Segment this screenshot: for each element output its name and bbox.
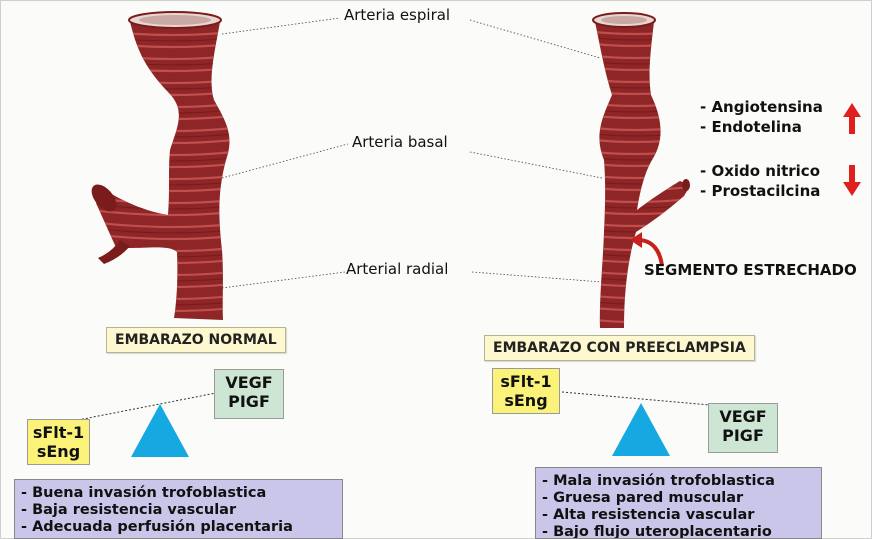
left-seng: sEng — [28, 442, 89, 461]
segmento-estrechado-label: SEGMENTO ESTRECHADO — [644, 261, 857, 279]
label-arterial-radial: Arterial radial — [346, 260, 448, 278]
factor-oxido-nitrico: - Oxido nitrico — [700, 161, 820, 181]
right-sflt1: sFlt-1 — [493, 372, 559, 391]
decreased-factors: - Oxido nitrico - Prostacilcina — [700, 161, 820, 201]
right-outcomes: - Mala invasión trofoblastica - Gruesa p… — [535, 467, 822, 539]
left-outcome-item: - Baja resistencia vascular — [21, 502, 342, 519]
right-vegf: VEGF — [709, 407, 777, 426]
balance-triangle-icon — [131, 404, 189, 457]
normal-artery — [87, 12, 250, 320]
right-outcome-item: - Gruesa pared muscular — [542, 490, 821, 507]
right-outcome-item: - Mala invasión trofoblastica — [542, 473, 821, 490]
left-outcome-item: - Buena invasión trofoblastica — [21, 485, 342, 502]
right-factor-box: VEGF PIGF — [708, 403, 778, 453]
factor-prostacilcina: - Prostacilcina — [700, 181, 820, 201]
left-inhibitor-box: sFlt-1 sEng — [27, 419, 90, 465]
factor-angiotensina: - Angiotensina — [700, 97, 823, 117]
left-sflt1: sFlt-1 — [28, 423, 89, 442]
arrow-up-icon — [843, 103, 861, 134]
left-factor-box: VEGF PIGF — [214, 369, 284, 419]
right-seng: sEng — [493, 391, 559, 410]
right-pigf: PIGF — [709, 426, 777, 445]
label-arteria-espiral: Arteria espiral — [344, 6, 450, 24]
left-pigf: PIGF — [215, 392, 283, 411]
factor-endotelina: - Endotelina — [700, 117, 823, 137]
left-outcome-item: - Adecuada perfusión placentaria — [21, 519, 342, 536]
right-outcome-item: - Alta resistencia vascular — [542, 507, 821, 524]
left-outcomes: - Buena invasión trofoblastica - Baja re… — [14, 479, 343, 539]
preeclampsia-artery — [580, 13, 700, 328]
left-vegf: VEGF — [215, 373, 283, 392]
title-embarazo-normal: EMBARAZO NORMAL — [106, 327, 286, 353]
increased-factors: - Angiotensina - Endotelina — [700, 97, 823, 137]
label-arteria-basal: Arteria basal — [352, 133, 448, 151]
arrow-down-icon — [843, 165, 861, 196]
title-embarazo-preeclampsia: EMBARAZO CON PREECLAMPSIA — [484, 335, 755, 361]
right-outcome-item: - Bajo flujo uteroplacentario — [542, 524, 821, 539]
right-inhibitor-box: sFlt-1 sEng — [492, 368, 560, 414]
balance-triangle-icon-right — [612, 403, 670, 456]
